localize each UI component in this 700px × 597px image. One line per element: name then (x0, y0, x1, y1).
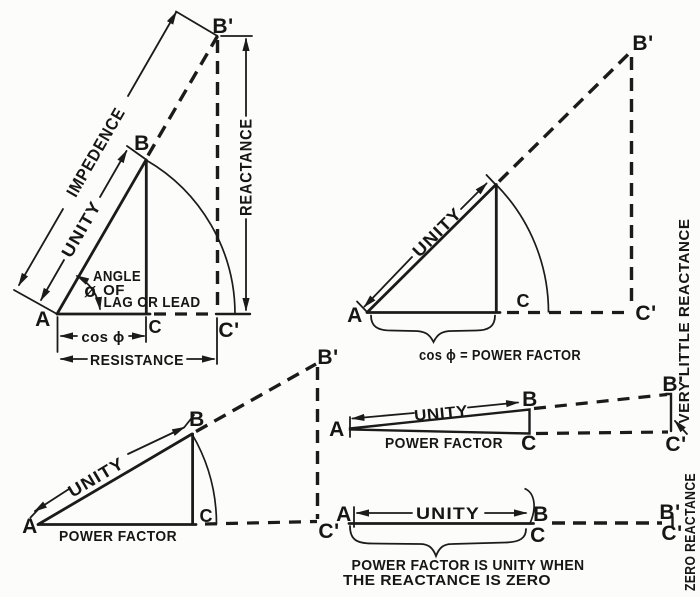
baseline-dashed (535, 430, 669, 436)
caption: cos ϕ = POWER FACTOR (419, 347, 581, 364)
reactance-side-solid (664, 392, 673, 433)
impedance-vector-dashed (497, 52, 630, 183)
phi-symbol: ø (84, 281, 96, 302)
vertex-c: C (521, 432, 537, 455)
triangle-outline (55, 158, 152, 316)
figure-zero-reactance: UNITY POWER FACTOR IS UNITY WHEN THE REA… (336, 473, 699, 591)
reactance-label: REACTANCE (237, 118, 256, 216)
impedance-label: IMPEDENCE (63, 104, 129, 200)
vertex-a: A (336, 503, 352, 526)
figure-low-reactance-triangle: UNITY POWER FACTOR A B B' C C' (22, 346, 339, 545)
zero-reactance-label: ZERO REACTANCE (682, 473, 699, 591)
vertex-a: A (347, 304, 363, 327)
vertex-b: B (134, 132, 150, 155)
angle-arrow-arc (75, 275, 102, 311)
ext-tick-bprime (175, 10, 219, 37)
triangle-outline (365, 183, 502, 314)
unity-dim-upper (99, 149, 128, 198)
vertex-b: B (522, 388, 538, 411)
unit-arc (191, 433, 218, 525)
underbrace (370, 314, 496, 345)
vertex-bprime: B' (662, 373, 683, 396)
unity-label: UNITY (409, 204, 466, 261)
side-note-leader-arrow (673, 419, 688, 435)
vertex-c: C (200, 506, 213, 526)
baseline-dashed (204, 519, 318, 526)
vertex-cprime: C' (218, 319, 239, 342)
angle-word1: ANGLE (93, 268, 141, 285)
caption-line2: THE REACTANCE IS ZERO (343, 572, 551, 589)
unity-label: UNITY (416, 504, 480, 523)
ext-tick-b (126, 145, 147, 161)
vertex-a: A (22, 515, 38, 538)
cosphi-label: cos ϕ (81, 329, 124, 346)
impedance-vector-dashed (533, 392, 668, 411)
vertex-a: A (35, 308, 51, 331)
unity-dim-lower (33, 488, 70, 512)
vertex-c: C (530, 524, 546, 547)
power-factor-label: POWER FACTOR (59, 528, 177, 545)
unit-arc (145, 159, 236, 315)
unity-dim-left (351, 412, 415, 422)
vertex-bprime: B' (317, 346, 338, 369)
vertex-cprime: C' (318, 520, 339, 543)
impedance-dim-upper (127, 11, 177, 97)
degenerate-arc (524, 487, 535, 525)
vertex-cprime: C' (665, 433, 686, 456)
unity-dim-lower (363, 256, 413, 308)
unity-dim-upper (127, 426, 186, 455)
impedance-dim-lower (18, 208, 64, 287)
figure-very-low-reactance-triangle: UNITY POWER FACTOR A B B' C C' VERY LITT… (329, 219, 693, 457)
very-little-reactance-label: VERY LITTLE REACTANCE (676, 219, 693, 424)
power-factor-label: POWER FACTOR (385, 435, 503, 452)
ext-tick-b (183, 414, 195, 428)
vertex-bprime: B' (632, 32, 653, 55)
angle-word2: OF (103, 282, 125, 299)
triangle-outline (36, 432, 198, 526)
vertex-b: B (189, 408, 205, 431)
angle-word3: LAG OR LEAD (104, 294, 201, 311)
unity-dim-upper (460, 182, 488, 210)
figure-power-factor-triangle: UNITY cos ϕ = POWER FACTOR A B' C C' (347, 32, 656, 364)
vertex-bprime: B' (659, 501, 680, 524)
ext-tick-b (485, 174, 497, 186)
vertex-cprime: C' (635, 302, 656, 325)
unity-dim-right (467, 400, 520, 409)
underbrace (349, 525, 527, 559)
figure-impedance-triangle: IMPEDENCE UNITY REACTANCE cos ϕ RESISTAN… (13, 10, 256, 369)
ext-tick-a (356, 300, 369, 314)
vertex-bprime: B' (212, 15, 233, 38)
impedance-vector-dashed (195, 362, 317, 433)
unity-dim-lower (40, 259, 65, 302)
vertex-b: B (533, 503, 549, 526)
vertex-a: A (329, 418, 345, 441)
ext-tick-a (13, 289, 58, 315)
resistance-label: RESISTANCE (90, 352, 184, 369)
unity-label: UNITY (413, 402, 468, 424)
caption-line1: POWER FACTOR IS UNITY WHEN (352, 557, 585, 574)
unity-label: UNITY (58, 198, 105, 261)
vertex-c: C (149, 317, 162, 337)
unit-arc (495, 183, 550, 313)
vertex-cprime: C' (661, 522, 682, 545)
vertex-c: C (517, 291, 530, 311)
impedance-vector-dashed (146, 35, 219, 157)
